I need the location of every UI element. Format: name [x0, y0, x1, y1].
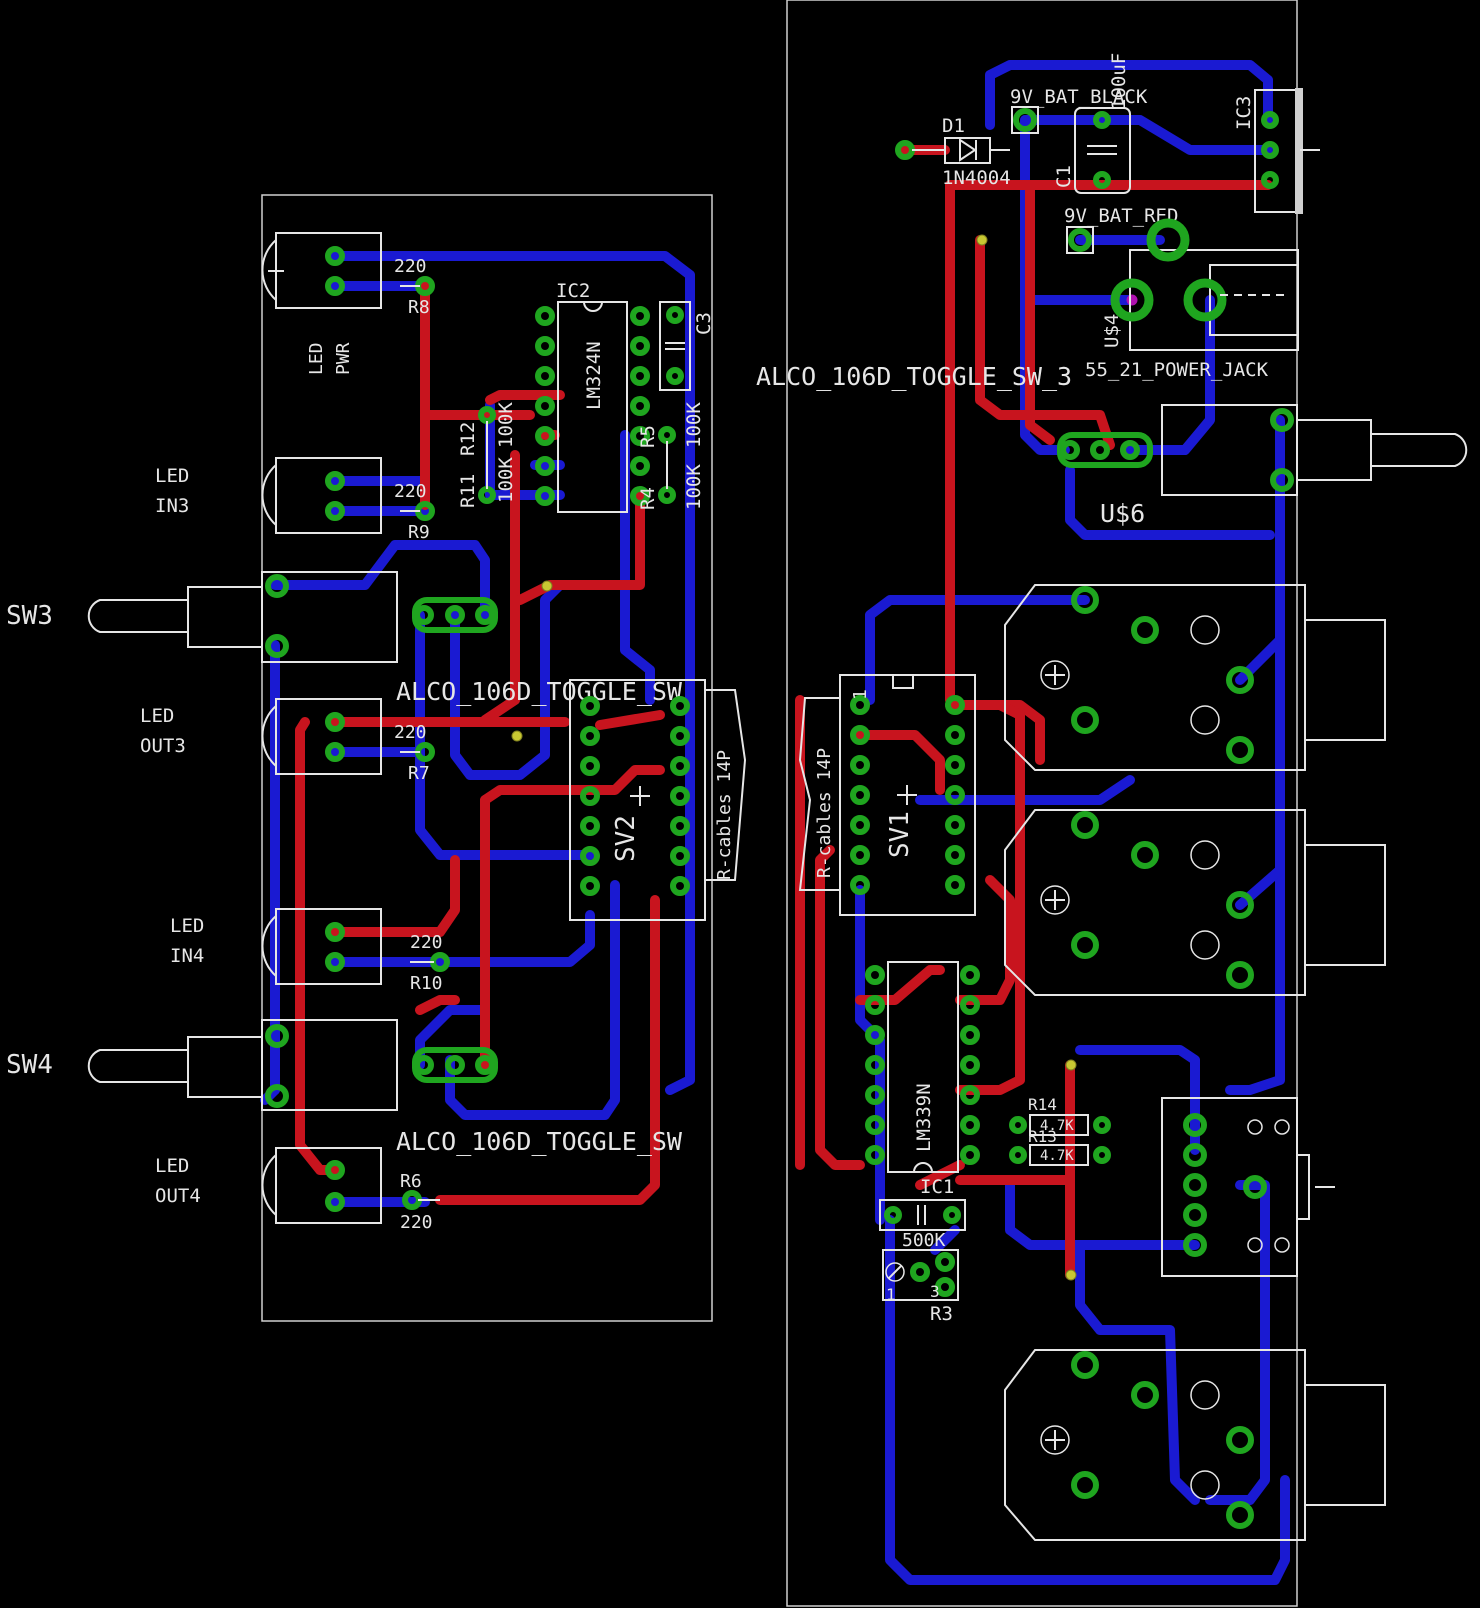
sv2-cable-label: R-cables 14P: [714, 750, 735, 880]
r9-value: 220: [394, 481, 427, 502]
ic2-part: LM324N: [583, 341, 605, 410]
r10-label: R10: [410, 973, 443, 994]
resistors-r13-r14: R14 4.7K R13 4.7K: [1009, 1095, 1111, 1166]
r6-value: 220: [400, 1212, 433, 1233]
bat-red: 9V_BAT_RED: [1064, 205, 1178, 254]
ic2-label: IC2: [556, 280, 590, 302]
top-layer-traces: [295, 145, 1273, 1280]
sw4-label: SW4: [6, 1050, 53, 1080]
led-in4-label-1: LED: [170, 915, 204, 937]
us6-label: U$6: [1100, 499, 1145, 528]
regulator-ic3: IC3: [1233, 88, 1320, 214]
led-out3: LED OUT3: [140, 698, 382, 775]
led-out3-label-2: OUT3: [140, 735, 186, 757]
ic2-lm324n: IC2 LM324N: [535, 280, 650, 513]
toggle-sw4: SW4 ALCO_106D_TOGGLE_SW: [6, 1019, 683, 1156]
audio-jack-3: [1004, 1349, 1386, 1541]
trimmer-r3: 500K 1 3 R3: [879, 1199, 966, 1325]
stereo-jack: [1161, 1097, 1335, 1277]
r14-label: R14: [1028, 1095, 1057, 1114]
ic1-part: LM339N: [913, 1083, 935, 1152]
r3-label: R3: [930, 1303, 953, 1325]
capacitor-c3: C3: [659, 301, 715, 391]
audio-jack-2: [1004, 809, 1386, 996]
r9-label: R9: [408, 522, 430, 543]
sv2-label: SV2: [611, 815, 641, 862]
sw3-label: SW3: [6, 601, 53, 631]
audio-jack-1: [1004, 584, 1386, 771]
resistor-r10: 220 R10: [410, 932, 450, 994]
d1-part: 1N4004: [942, 167, 1011, 189]
connector-sv2: SV2 R-cables 14P: [569, 679, 747, 921]
pot-value: 500K: [902, 1230, 946, 1251]
r11-label: R11: [457, 474, 479, 508]
led-in3: LED IN3: [155, 457, 382, 534]
left-board-outline: [261, 194, 713, 1322]
led-in4-label-2: IN4: [170, 945, 204, 967]
led-in4: LED IN4: [170, 908, 382, 985]
ic1-lm339n: LM339N IC1: [865, 961, 980, 1198]
resistor-r6: R6 220: [400, 1171, 440, 1233]
r13-value: 4.7K: [1040, 1148, 1074, 1164]
r10-value: 220: [410, 932, 443, 953]
led-in3-label-1: LED: [155, 465, 189, 487]
cap-value: 100uF: [1108, 53, 1130, 110]
r14-value: 4.7K: [1040, 1118, 1074, 1134]
power-jack-u4: U$4 55_21_POWER_JACK: [1085, 218, 1299, 381]
r3-pin1: 1: [886, 1285, 896, 1304]
ic1-label: IC1: [920, 1176, 954, 1198]
r8-value: 220: [394, 256, 427, 277]
toggle-u6: U$6: [1057, 404, 1468, 528]
sv1-label: SV1: [885, 811, 915, 858]
r7-value: 220: [394, 722, 427, 743]
led-pwr: LED PWR: [261, 232, 382, 375]
r4-label: R4: [637, 487, 659, 510]
led-pwr-label-1: LED: [306, 342, 327, 375]
r5-value: 100K: [683, 402, 705, 448]
c1-label: C1: [1053, 165, 1075, 188]
r8-label: R8: [408, 297, 430, 318]
right-board-outline: [786, 0, 1298, 1607]
sv1-cable-label: R-cables 14P: [814, 748, 835, 878]
toggle-sw-top-label: ALCO_106D_TOGGLE_SW: [396, 677, 683, 706]
r11-value: 100K: [495, 457, 517, 503]
sv1-pin1: 1: [850, 689, 871, 700]
r3-pin3: 3: [930, 1282, 940, 1301]
bat-red-label: 9V_BAT_RED: [1064, 205, 1178, 227]
ic3-label: IC3: [1233, 96, 1255, 130]
toggle-sw3-label: ALCO_106D_TOGGLE_SW_3: [756, 362, 1072, 391]
led-out4: LED OUT4: [155, 1147, 382, 1224]
diode-d1: D1 1N4004: [895, 115, 1011, 189]
r13-label: R13: [1028, 1127, 1057, 1146]
led-out4-label-1: LED: [155, 1155, 189, 1177]
r6-label: R6: [400, 1171, 422, 1192]
led-out4-label-2: OUT4: [155, 1185, 201, 1207]
led-in3-label-2: IN3: [155, 495, 189, 517]
toggle-sw-bottom-label: ALCO_106D_TOGGLE_SW: [396, 1127, 683, 1156]
resistor-r9: 220 R9: [394, 481, 435, 543]
resistors-r11-r12: R12 R11 100K 100K: [457, 402, 517, 508]
resistors-r4-r5: R5 R4 100K 100K: [637, 402, 705, 510]
led-pwr-label-2: PWR: [333, 342, 354, 375]
d1-label: D1: [942, 115, 965, 137]
bat-black: 9V_BAT_BLACK: [1010, 86, 1148, 134]
power-jack-label: 55_21_POWER_JACK: [1085, 359, 1269, 381]
resistor-r8: 220 R8: [394, 256, 435, 318]
r5-label: R5: [637, 425, 659, 448]
c3-label: C3: [693, 312, 715, 335]
r4-value: 100K: [683, 464, 705, 510]
resistor-r7: 220 R7: [394, 722, 435, 784]
r12-value: 100K: [495, 402, 517, 448]
r7-label: R7: [408, 763, 430, 784]
led-out3-label-1: LED: [140, 705, 174, 727]
us4-label: U$4: [1101, 314, 1123, 348]
toggle-sw3: SW3 ALCO_106D_TOGGLE_SW: [6, 571, 683, 706]
r12-label: R12: [457, 422, 479, 456]
capacitor-c1: 100uF C1: [1053, 53, 1131, 194]
bat-black-label: 9V_BAT_BLACK: [1010, 86, 1148, 108]
connector-sv1: 1 SV1 R-cables 14P: [798, 674, 976, 916]
